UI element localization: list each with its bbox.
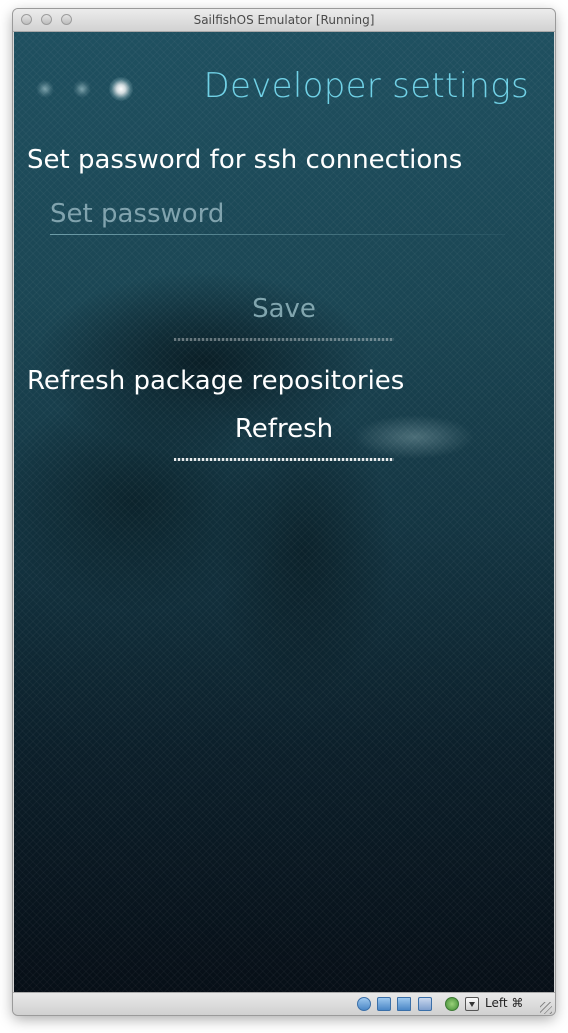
page-dot-2 <box>73 80 91 98</box>
keyboard-capture-icon[interactable] <box>465 997 479 1011</box>
password-field-underline <box>50 234 505 235</box>
save-button-underline <box>174 338 394 341</box>
refresh-repositories-label: Refresh package repositories <box>27 366 405 396</box>
shared-folder-icon[interactable] <box>397 997 411 1011</box>
resize-grip-icon[interactable] <box>540 1002 552 1014</box>
device-screen[interactable]: Developer settings Set password for ssh … <box>14 32 554 992</box>
usb-icon[interactable] <box>418 997 432 1011</box>
close-window-button[interactable] <box>21 14 32 25</box>
window-title: SailfishOS Emulator [Running] <box>193 13 375 27</box>
emulator-window: SailfishOS Emulator [Running] Developer … <box>13 9 555 1015</box>
zoom-window-button[interactable] <box>61 14 72 25</box>
refresh-button[interactable]: Refresh <box>234 414 334 444</box>
page-dot-1 <box>36 80 54 98</box>
page-dot-active <box>109 77 133 101</box>
cpu-virtualization-icon[interactable] <box>445 997 459 1011</box>
host-key-label: Left ⌘ <box>485 996 524 1010</box>
refresh-button-underline <box>174 458 394 461</box>
ssh-password-field[interactable] <box>50 192 490 236</box>
network-icon[interactable] <box>377 997 391 1011</box>
minimize-window-button[interactable] <box>41 14 52 25</box>
ssh-password-label: Set password for ssh connections <box>27 145 463 175</box>
status-bar: Left ⌘ <box>13 992 555 1015</box>
save-button[interactable]: Save <box>252 294 316 324</box>
title-bar[interactable]: SailfishOS Emulator [Running] <box>13 9 555 32</box>
hard-disk-icon[interactable] <box>357 997 371 1011</box>
page-title: Developer settings <box>203 66 529 106</box>
page-indicator <box>36 77 146 101</box>
